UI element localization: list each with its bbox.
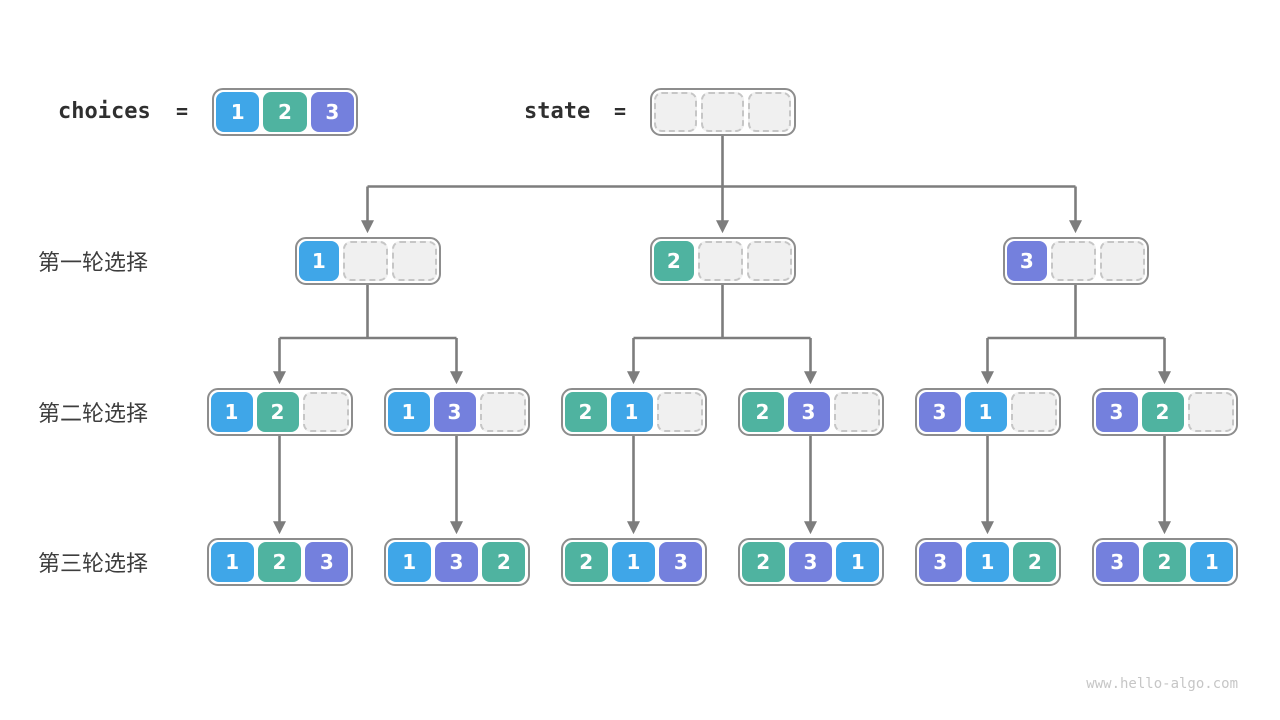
choice-cell-2: 2: [1142, 542, 1187, 582]
watermark: www.hello-algo.com: [1086, 676, 1238, 692]
choice-cell-1: 1: [387, 542, 431, 582]
choice-cell-1: 1: [210, 542, 254, 582]
choice-cell-2: 2: [564, 542, 608, 582]
choice-cell-2: 2: [1141, 392, 1184, 432]
choice-cell-2: 2: [256, 392, 299, 432]
choice-cell-3: 3: [918, 542, 962, 582]
choice-cell-1: 1: [964, 392, 1007, 432]
choice-cell-3: 3: [1095, 542, 1139, 582]
choices-label: choices: [58, 99, 151, 124]
choice-cell-2: 2: [741, 392, 784, 432]
empty-cell: [746, 241, 792, 281]
empty-cell: [302, 392, 349, 432]
choice-cell-2: 2: [482, 542, 526, 582]
choices-equals-sign: =: [176, 99, 189, 123]
empty-cell: [391, 241, 437, 281]
choice-cell-3: 3: [787, 392, 830, 432]
empty-cell: [653, 92, 697, 132]
empty-cell: [698, 241, 743, 281]
empty-cell: [700, 92, 745, 132]
empty-cell: [1010, 392, 1057, 432]
choice-cell-3: 3: [788, 542, 833, 582]
choice-cell-3: 3: [1006, 241, 1048, 281]
choice-cell-1: 1: [965, 542, 1010, 582]
empty-cell: [748, 92, 792, 132]
choice-cell-1: 1: [210, 392, 253, 432]
choice-cell-3: 3: [918, 392, 961, 432]
choice-cell-1: 1: [1190, 542, 1234, 582]
choice-cell-1: 1: [610, 392, 653, 432]
choice-cell-3: 3: [310, 92, 354, 132]
state-label: state: [524, 99, 591, 124]
choice-cell-2: 2: [257, 542, 302, 582]
state-box: [649, 88, 796, 136]
round1-node-1: 1: [294, 237, 441, 285]
empty-cell: [1187, 392, 1234, 432]
choice-cell-2: 2: [263, 92, 307, 132]
choice-cell-3: 3: [659, 542, 703, 582]
choice-cell-1: 1: [298, 241, 340, 281]
empty-cell: [833, 392, 880, 432]
round1-node-2: 2: [649, 237, 796, 285]
choice-cell-2: 2: [1013, 542, 1057, 582]
row-label-round-1: 第一轮选择: [38, 251, 149, 276]
row-label-round-2: 第二轮选择: [38, 402, 149, 427]
choice-cell-2: 2: [741, 542, 785, 582]
choice-cell-3: 3: [433, 392, 476, 432]
row-label-round-3: 第三轮选择: [38, 552, 149, 577]
empty-cell: [479, 392, 526, 432]
choice-cell-1: 1: [611, 542, 656, 582]
choice-cell-2: 2: [564, 392, 607, 432]
empty-cell: [656, 392, 703, 432]
choice-cell-1: 1: [216, 92, 260, 132]
choice-cell-1: 1: [387, 392, 430, 432]
choice-cell-3: 3: [305, 542, 349, 582]
choice-cell-2: 2: [653, 241, 695, 281]
empty-cell: [1051, 241, 1096, 281]
choice-cell-1: 1: [836, 542, 880, 582]
round1-node-3: 3: [1002, 237, 1149, 285]
state-equals-sign: =: [614, 99, 627, 123]
choice-cell-3: 3: [1095, 392, 1138, 432]
choice-cell-3: 3: [434, 542, 479, 582]
empty-cell: [343, 241, 388, 281]
empty-cell: [1099, 241, 1145, 281]
